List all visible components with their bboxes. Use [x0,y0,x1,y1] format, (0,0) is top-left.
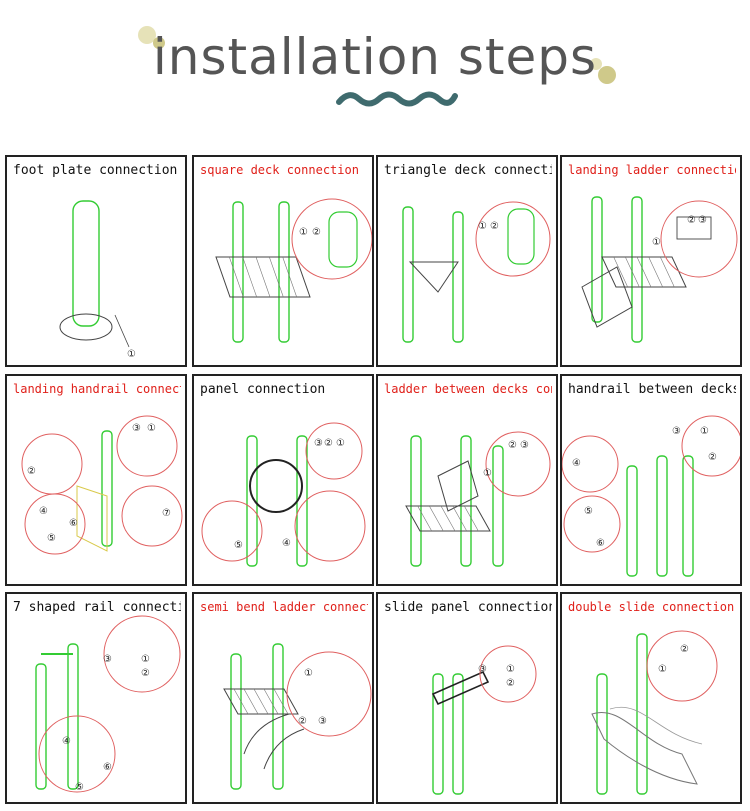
svg-text:⑥: ⑥ [69,518,78,529]
step-panel: handrail between decks connection ① ② ③ ④ ⑤ ⑥ [560,374,742,586]
step-label: slide panel connection [384,600,552,615]
svg-text:④: ④ [39,506,48,517]
svg-text:③: ③ [672,426,681,437]
svg-text:②: ② [506,678,515,689]
svg-text:①: ① [147,423,156,434]
svg-text:③: ③ [478,664,487,675]
step-label: square deck connection [200,163,359,177]
svg-text:⑤: ⑤ [584,506,593,517]
step-label: ladder between decks connection [384,382,552,396]
step-label: handrail between decks connection [568,382,736,397]
svg-text:⑤: ⑤ [47,533,56,544]
svg-text:④: ④ [282,538,291,549]
svg-text:②: ② [687,215,696,226]
handrail-between-decks-diagram-icon: ① ② ③ ④ ⑤ ⑥ [562,415,740,577]
svg-text:⑤: ⑤ [75,782,84,793]
step-panel: triangle deck connection ①② [376,155,558,367]
page-title: installation steps [152,28,598,86]
step-panel: landing handrail connection ③① ② ④ ⑥ ⑤ ⑦ [5,374,187,586]
svg-text:①: ① [299,227,308,238]
svg-text:①: ① [506,664,515,675]
svg-text:③: ③ [318,716,327,727]
svg-text:②: ② [708,452,717,463]
svg-text:①: ① [658,664,667,675]
svg-text:②: ② [312,227,321,238]
svg-text:③: ③ [698,215,707,226]
decor-dot-icon [598,66,616,84]
step-label: landing handrail connection [13,382,181,396]
svg-text:⑤: ⑤ [234,540,243,551]
svg-text:②: ② [490,221,499,232]
step-panel: 7 shaped rail connection ③ ① ② ④ ⑥ ⑤ [5,592,187,804]
decor-dot-icon [153,37,165,49]
decor-dot-icon [590,58,602,70]
svg-text:①: ① [652,237,661,248]
step-label: panel connection [200,382,326,397]
step-label: triangle deck connection [384,163,552,178]
step-label: foot plate connection [13,163,178,178]
step-label: double slide connection [568,600,735,614]
slide-panel-diagram-icon: ③ ① ② [431,645,537,795]
svg-text:②: ② [680,644,689,655]
svg-text:③: ③ [103,654,112,665]
svg-text:①: ① [700,426,709,437]
svg-text:①: ① [336,438,345,449]
step-panel: slide panel connection ③ ① ② [376,592,558,804]
seven-shaped-rail-diagram-icon: ③ ① ② ④ ⑥ ⑤ [35,615,181,793]
step-label: semi bend ladder connection [200,600,368,614]
double-slide-diagram-icon: ②① [591,630,718,795]
svg-text:①: ① [141,654,150,665]
decor-dot-icon [138,26,156,44]
svg-text:⑥: ⑥ [596,538,605,549]
foot-plate-diagram-icon: ① [59,200,136,360]
svg-text:⑦: ⑦ [162,508,171,519]
svg-text:②: ② [141,668,150,679]
svg-text:①: ① [127,349,136,360]
page-header: installation steps [0,0,750,140]
svg-text:②: ② [324,438,333,449]
svg-text:⑥: ⑥ [103,762,112,773]
svg-text:②: ② [298,716,307,727]
step-label: landing ladder connection [568,163,736,177]
svg-text:④: ④ [62,736,71,747]
step-panel: foot plate connection ① [5,155,187,367]
svg-text:①: ① [483,468,492,479]
svg-text:③: ③ [314,438,323,449]
step-label: 7 shaped rail connection [13,600,181,615]
svg-text:②: ② [508,440,517,451]
svg-text:③: ③ [132,423,141,434]
svg-text:④: ④ [572,458,581,469]
wave-divider-icon [336,91,458,107]
step-panel: semi bend ladder connection ① ②③ [192,592,374,804]
svg-text:②: ② [27,466,36,477]
svg-text:③: ③ [520,440,529,451]
step-panel: ladder between decks connection ① ②③ [376,374,558,586]
svg-text:①: ① [478,221,487,232]
svg-text:①: ① [304,668,313,679]
